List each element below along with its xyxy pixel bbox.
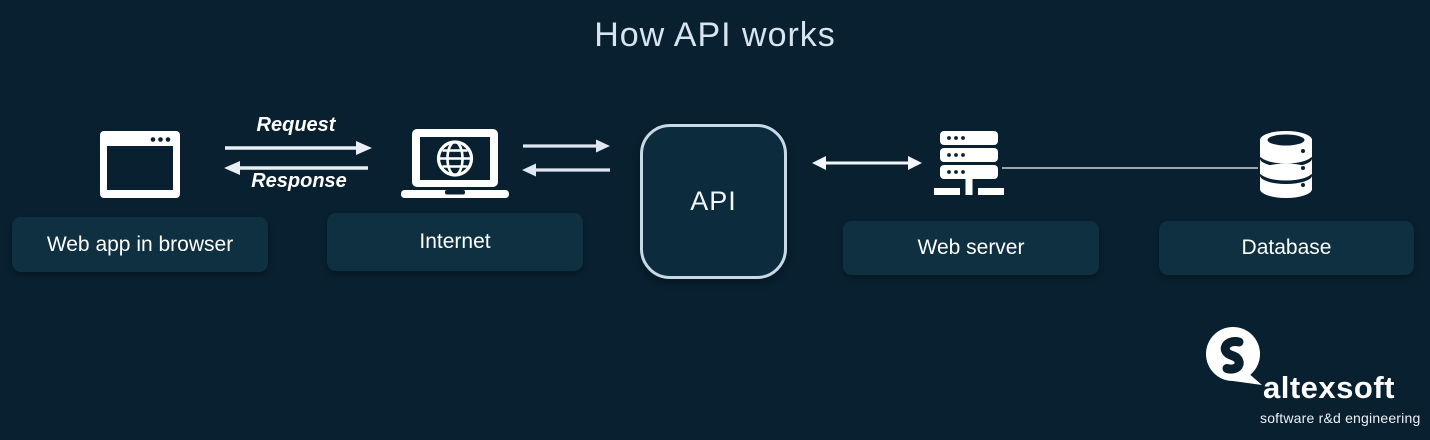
laptop-globe-icon — [401, 129, 509, 198]
altexsoft-tagline-text: software r&d engineering — [1260, 410, 1421, 426]
webserver-node-label: Web server — [843, 221, 1099, 275]
altexsoft-brand-text: altexsoft — [1263, 370, 1395, 405]
altexsoft-bubble-icon — [1206, 327, 1262, 385]
server-stack-icon — [934, 131, 1004, 195]
internet-to-api-arrow — [523, 139, 610, 153]
browser-window-icon — [100, 131, 180, 198]
webserver-database-line — [1002, 167, 1258, 169]
internet-node-label: Internet — [327, 213, 583, 271]
api-to-internet-arrow — [522, 163, 610, 177]
webserver-label-text: Web server — [917, 236, 1025, 259]
internet-label-text: Internet — [419, 230, 491, 253]
altexsoft-logo: altexsoft software r&d engineering — [1203, 326, 1423, 432]
webapp-label-text: Web app in browser — [46, 232, 234, 256]
request-arrow — [225, 141, 372, 155]
webapp-node-label: Web app in browser — [12, 217, 268, 272]
api-node-label: API — [690, 186, 737, 216]
page-title: How API works — [594, 16, 836, 54]
response-label: Response — [251, 170, 347, 192]
database-cylinder-icon — [1260, 131, 1312, 198]
request-label: Request — [256, 114, 336, 136]
response-arrow — [224, 161, 368, 175]
api-webserver-double-arrow — [812, 156, 922, 170]
database-node-label: Database — [1159, 221, 1414, 275]
database-label-text: Database — [1241, 236, 1332, 259]
api-node: API — [640, 124, 787, 279]
